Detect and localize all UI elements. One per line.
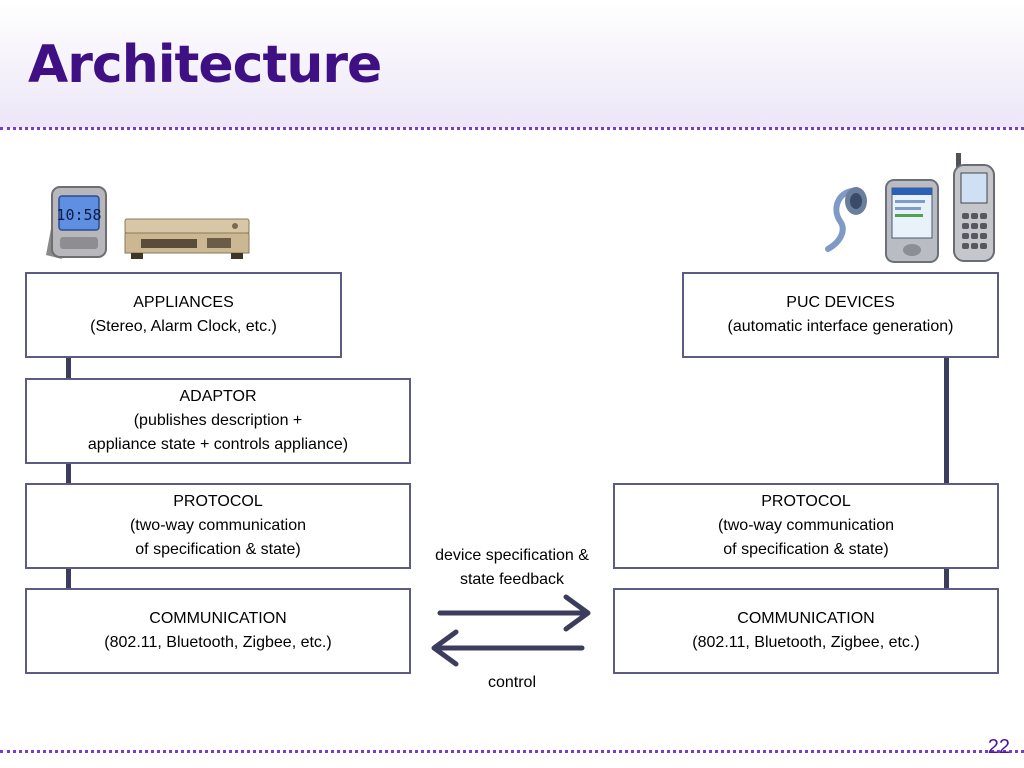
left-protocol-desc-line1: (two-way communication <box>129 517 307 534</box>
svg-text:10:58: 10:58 <box>56 206 101 224</box>
puc-devices-desc: (automatic interface generation) <box>727 318 954 335</box>
left-connector <box>66 355 71 595</box>
feedback-label: device specification & state feedback <box>412 544 612 592</box>
header-band <box>0 0 1024 128</box>
left-communication-title: COMMUNICATION <box>149 610 287 627</box>
right-communication-box: COMMUNICATION (802.11, Bluetooth, Zigbee… <box>613 588 999 674</box>
feedback-label-line1: device specification & <box>435 547 589 564</box>
adaptor-desc-line1: (publishes description + <box>133 412 303 429</box>
appliances-title: APPLIANCES <box>133 294 234 311</box>
left-protocol-desc-line2: of specification & state) <box>135 541 301 558</box>
puc-devices-title: PUC DEVICES <box>786 294 895 311</box>
puc-devices-box: PUC DEVICES (automatic interface generat… <box>682 272 999 358</box>
slide-title: Architecture <box>28 35 382 95</box>
left-arrow-icon <box>431 629 585 667</box>
right-connector <box>944 355 949 595</box>
alarm-clock-icon: 10:58 <box>46 186 107 259</box>
page-number: 22 <box>987 736 1010 758</box>
right-protocol-title: PROTOCOL <box>761 493 851 510</box>
pda-icon <box>885 179 939 263</box>
headset-icon <box>825 187 867 252</box>
left-protocol-title: PROTOCOL <box>173 493 263 510</box>
right-communication-title: COMMUNICATION <box>737 610 875 627</box>
stereo-icon <box>124 218 250 259</box>
control-label: control <box>487 674 537 691</box>
header-divider <box>0 127 1024 130</box>
right-protocol-box: PROTOCOL (two-way communication of speci… <box>613 483 999 569</box>
appliances-box: APPLIANCES (Stereo, Alarm Clock, etc.) <box>25 272 342 358</box>
right-protocol-desc-line2: of specification & state) <box>723 541 889 558</box>
adaptor-title: ADAPTOR <box>179 388 257 405</box>
phone-icon <box>953 153 995 262</box>
feedback-label-line2: state feedback <box>459 571 565 588</box>
right-protocol-desc-line1: (two-way communication <box>717 517 895 534</box>
left-communication-box: COMMUNICATION (802.11, Bluetooth, Zigbee… <box>25 588 411 674</box>
right-communication-desc: (802.11, Bluetooth, Zigbee, etc.) <box>692 634 920 651</box>
appliances-desc: (Stereo, Alarm Clock, etc.) <box>90 318 277 335</box>
right-arrow-icon <box>437 594 591 632</box>
left-protocol-box: PROTOCOL (two-way communication of speci… <box>25 483 411 569</box>
left-communication-desc: (802.11, Bluetooth, Zigbee, etc.) <box>104 634 332 651</box>
footer-divider <box>0 750 1024 753</box>
adaptor-desc-line2: appliance state + controls appliance) <box>87 436 349 453</box>
adaptor-box: ADAPTOR (publishes description + applian… <box>25 378 411 464</box>
